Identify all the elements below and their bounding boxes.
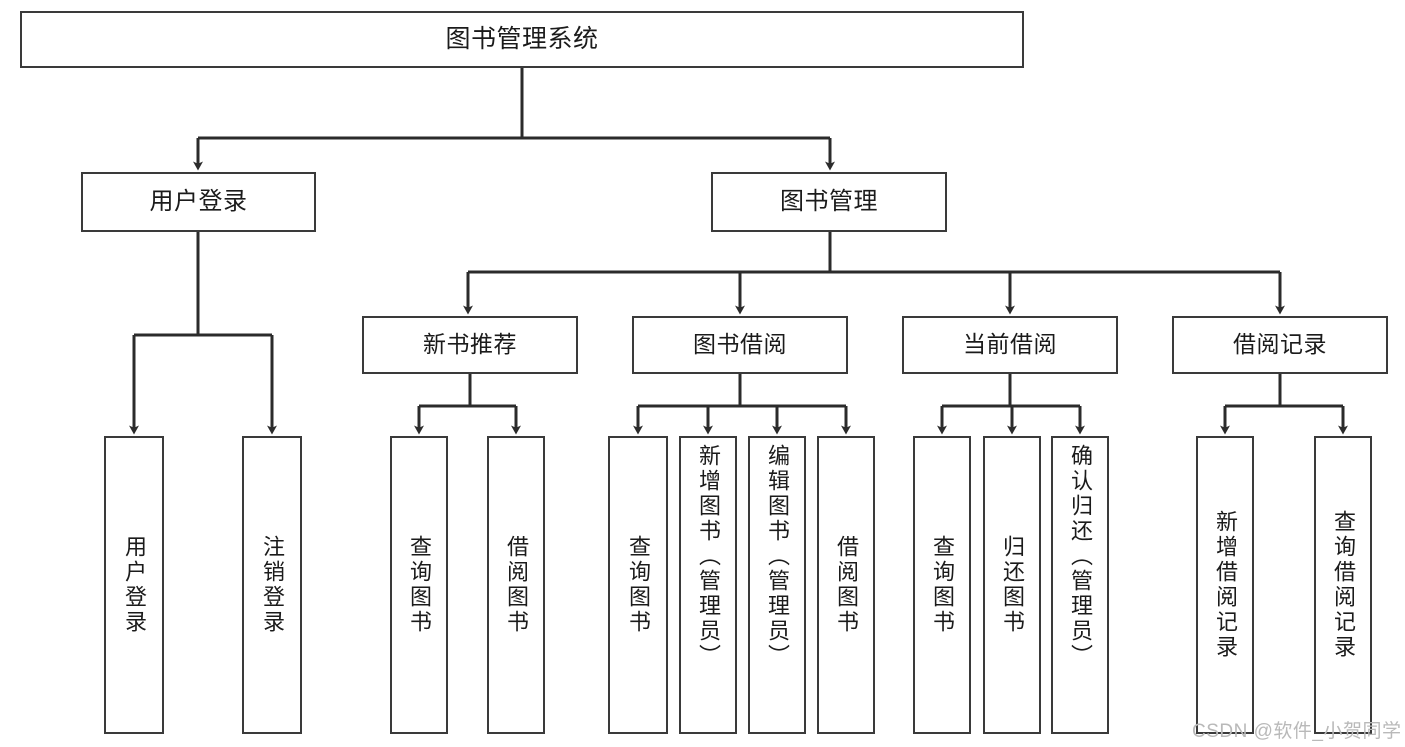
node-label: 用户登录 — [149, 187, 248, 215]
node-new-book-recommendation[interactable]: 新书推荐 — [362, 316, 578, 374]
node-label: 图书借阅 — [693, 331, 787, 358]
node-label: 新书推荐 — [423, 331, 517, 358]
node-borrowing-records[interactable]: 借阅记录 — [1172, 316, 1388, 374]
leaf-query-book-newbook[interactable]: 查询图书 — [390, 436, 448, 734]
node-label: 新增图书（管理员） — [696, 444, 721, 669]
leaf-add-borrowing-record[interactable]: 新增借阅记录 — [1196, 436, 1254, 734]
leaf-return-book[interactable]: 归还图书 — [983, 436, 1041, 734]
node-label: 用户登录 — [122, 535, 147, 635]
node-label: 图书管理 — [780, 187, 878, 215]
node-root-book-management-system[interactable]: 图书管理系统 — [20, 11, 1024, 68]
node-label: 确认归还（管理员） — [1068, 444, 1093, 669]
node-label: 图书管理系统 — [445, 24, 599, 53]
node-label: 注销登录 — [260, 535, 285, 635]
node-label: 归还图书 — [1000, 535, 1025, 635]
node-label: 查询图书 — [930, 535, 955, 635]
leaf-confirm-return-admin[interactable]: 确认归还（管理员） — [1051, 436, 1109, 734]
node-label: 新增借阅记录 — [1213, 510, 1238, 660]
node-label: 编辑图书（管理员） — [765, 444, 790, 669]
node-user-login[interactable]: 用户登录 — [81, 172, 316, 232]
leaf-edit-book-admin[interactable]: 编辑图书（管理员） — [748, 436, 806, 734]
node-label: 查询图书 — [407, 535, 432, 635]
node-current-borrowing[interactable]: 当前借阅 — [902, 316, 1118, 374]
node-label: 查询图书 — [626, 535, 651, 635]
leaf-query-borrowing-record[interactable]: 查询借阅记录 — [1314, 436, 1372, 734]
leaf-query-book-current[interactable]: 查询图书 — [913, 436, 971, 734]
node-book-borrowing[interactable]: 图书借阅 — [632, 316, 848, 374]
node-label: 查询借阅记录 — [1331, 510, 1356, 660]
node-book-management[interactable]: 图书管理 — [711, 172, 947, 232]
leaf-query-book-borrowing[interactable]: 查询图书 — [608, 436, 668, 734]
node-label: 借阅记录 — [1233, 331, 1327, 358]
leaf-add-book-admin[interactable]: 新增图书（管理员） — [679, 436, 737, 734]
node-label: 当前借阅 — [963, 331, 1057, 358]
leaf-user-login[interactable]: 用户登录 — [104, 436, 164, 734]
leaf-logout[interactable]: 注销登录 — [242, 436, 302, 734]
node-label: 借阅图书 — [834, 535, 859, 635]
leaf-borrow-book-newbook[interactable]: 借阅图书 — [487, 436, 545, 734]
node-label: 借阅图书 — [504, 535, 529, 635]
leaf-borrow-book-borrowing[interactable]: 借阅图书 — [817, 436, 875, 734]
